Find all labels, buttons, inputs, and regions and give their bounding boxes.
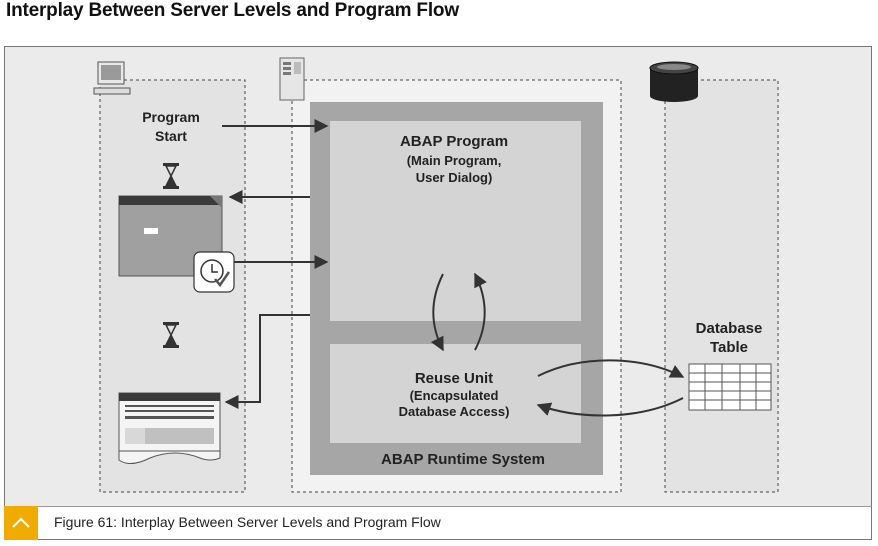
program-start-label-1: Program [142,109,200,125]
abap-program-sub-1: (Main Program, [407,153,502,168]
database-zone [664,79,779,493]
server-icon [279,57,305,101]
database-icon [649,61,699,102]
abap-program-title: ABAP Program [400,133,508,150]
list-output-screen [118,392,221,464]
reuse-unit-sub-2: Database Access) [399,404,510,419]
caption-chevron-icon[interactable] [4,506,38,540]
page-title: Interplay Between Server Levels and Prog… [6,0,459,21]
reuse-unit-title: Reuse Unit [415,370,493,387]
hourglass-icon [163,163,179,189]
arrow-call-reuse [430,273,444,352]
abap-program-sub-2: User Dialog) [416,170,493,185]
reuse-unit-sub-1: (Encapsulated [410,388,499,403]
caption-bar [4,506,872,540]
database-table-label-1: Database [696,320,763,337]
arrow-return-reuse [474,272,487,351]
arrow-from-database [536,397,684,417]
table-icon [688,363,772,411]
clock-check-icon [193,251,235,293]
runtime-system-label: ABAP Runtime System [381,451,545,468]
database-table-label-2: Table [710,339,748,356]
computer-icon [93,61,131,95]
abap-program-box [330,121,581,321]
arrow-program-to-list [224,314,310,409]
reuse-unit-box [330,344,581,443]
figure-caption: Figure 61: Interplay Between Server Leve… [54,514,441,530]
program-start-label-2: Start [155,128,187,144]
hourglass-icon [163,322,179,348]
arrow-to-database [537,359,685,378]
